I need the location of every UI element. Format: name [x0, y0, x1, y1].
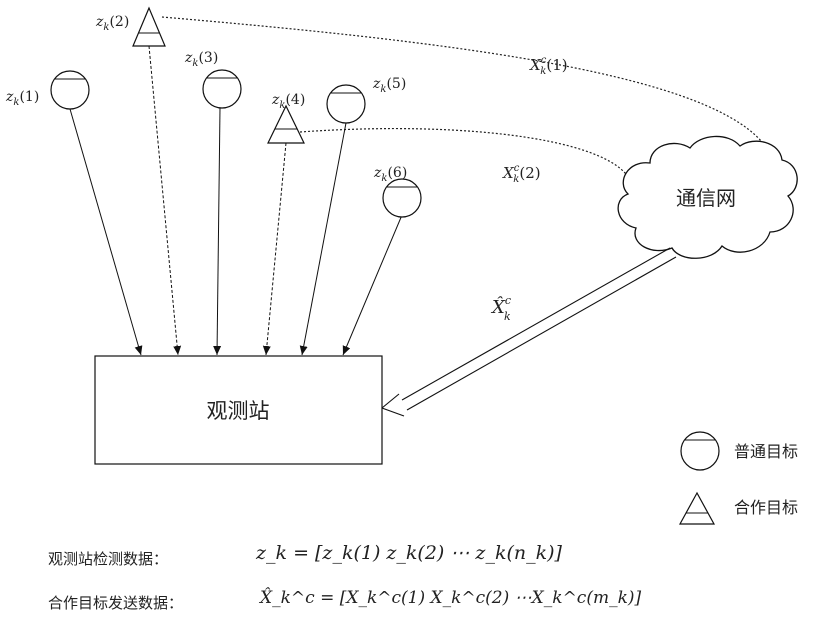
measure-arrow-2 — [149, 46, 178, 355]
network-label: 通信网 — [676, 186, 736, 210]
coop-data-formula: X̂_k^c = [X_k^c(1) X_k^c(2) ⋯X_k^c(m_k)] — [260, 588, 641, 608]
target-5-label: zk(5) — [372, 76, 406, 95]
target-2-label: zk(2) — [95, 14, 129, 33]
coop-link-2 — [300, 129, 632, 185]
legend-cooperative-label: 合作目标 — [734, 498, 798, 517]
measure-arrow-1 — [70, 109, 141, 355]
target-2-icon — [133, 8, 165, 46]
station-data-formula-text: z_k = [z_k(1) z_k(2) ⋯ z_k(n_k)] — [256, 542, 562, 564]
measure-arrow-5 — [302, 123, 346, 355]
station-label: 观测站 — [207, 399, 270, 423]
target-6-icon — [383, 179, 421, 217]
data-transfer-arrow — [382, 248, 676, 416]
coop-data-formula-text: X̂_k^c = [X_k^c(1) X_k^c(2) ⋯X_k^c(m_k)] — [260, 588, 641, 608]
coop-link-1 — [162, 17, 762, 142]
target-5-icon — [327, 85, 365, 123]
coop-data-label: 合作目标发送数据： — [48, 592, 183, 613]
station-link-label: X̂ck — [490, 294, 511, 323]
legend-ordinary-icon — [681, 432, 719, 470]
measure-arrow-6 — [343, 215, 402, 355]
coop-link-1-label: Xck(1) — [529, 55, 568, 77]
measure-arrow-3 — [217, 108, 220, 355]
target-3-icon — [203, 70, 241, 108]
target-1-label: zk(1) — [5, 89, 39, 108]
legend-ordinary-label: 普通目标 — [734, 442, 798, 461]
target-4-label: zk(4) — [271, 92, 305, 111]
target-3-label: zk(3) — [184, 50, 218, 69]
coop-link-2-label: Xck(2) — [502, 163, 541, 185]
target-4-icon — [268, 106, 304, 143]
target-1-icon — [51, 71, 89, 109]
legend-cooperative-icon — [680, 493, 714, 524]
station-data-formula: z_k = [z_k(1) z_k(2) ⋯ z_k(n_k)] — [256, 542, 562, 564]
measure-arrow-4 — [266, 143, 286, 355]
station-data-label: 观测站检测数据： — [48, 548, 168, 569]
